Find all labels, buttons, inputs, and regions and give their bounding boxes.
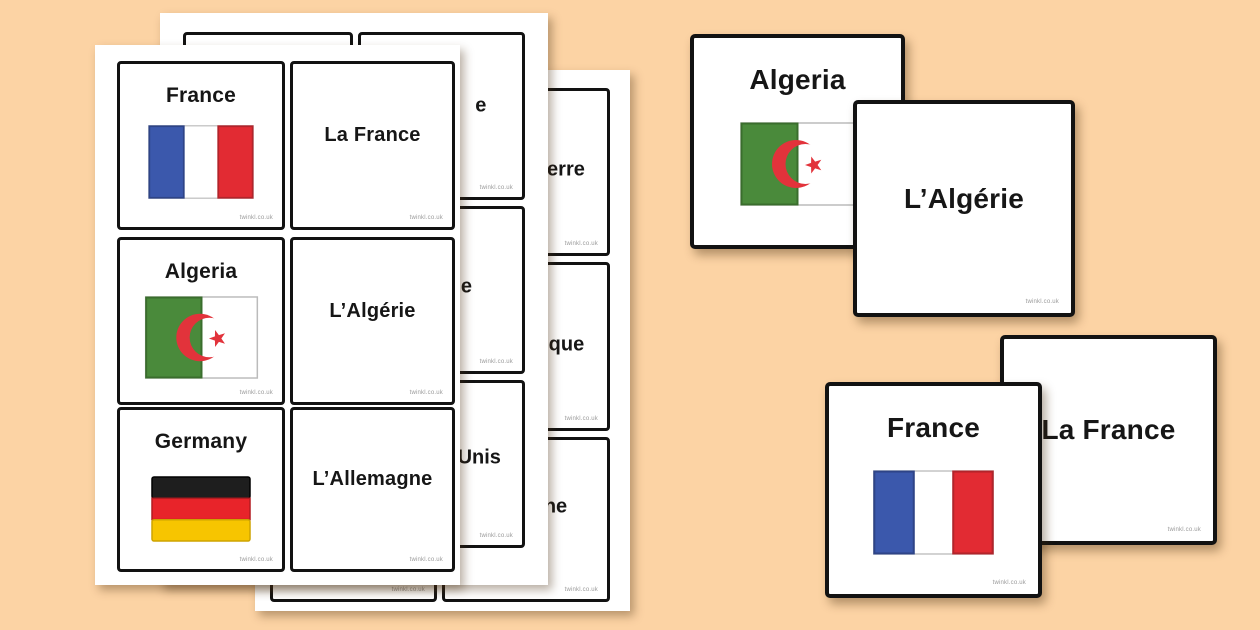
watermark: twinkl.co.uk [479,533,513,539]
watermark: twinkl.co.uk [409,215,443,221]
french-name-label: L’Algérie [329,299,416,322]
watermark: twinkl.co.uk [479,185,513,191]
watermark: twinkl.co.uk [479,359,513,365]
watermark: twinkl.co.uk [239,557,273,563]
country-label: France [165,84,237,107]
country-label: Algeria [164,260,238,283]
watermark: twinkl.co.uk [992,580,1026,586]
algeria-flag-icon [144,296,259,379]
loose-card-france: France twinkl.co.uk [825,382,1042,598]
fragment-label: Unis [457,446,501,469]
french-name-label: L’Algérie [903,182,1025,214]
fragment-label: erre [547,158,585,181]
france-flag-icon [870,470,997,555]
watermark: twinkl.co.uk [564,416,598,422]
watermark: twinkl.co.uk [239,215,273,221]
watermark: twinkl.co.uk [239,390,273,396]
front-sheet: France twinkl.co.uk La France twinkl.co.… [95,45,460,585]
watermark: twinkl.co.uk [391,587,425,593]
french-name-label: La France [324,124,421,146]
watermark: twinkl.co.uk [564,241,598,247]
card-l-allemagne: L’Allemagne twinkl.co.uk [290,407,455,572]
watermark: twinkl.co.uk [409,557,443,563]
watermark: twinkl.co.uk [409,390,443,396]
country-label: France [886,412,981,443]
fragment-label: e [475,94,487,117]
watermark: twinkl.co.uk [1167,527,1201,533]
country-label: Algeria [749,64,846,95]
fragment-label: que [548,333,585,356]
country-label: Germany [154,430,248,453]
fragment-label: e [460,275,472,298]
watermark: twinkl.co.uk [1025,299,1059,305]
france-flag-icon [148,120,254,204]
card-france: France twinkl.co.uk [117,61,285,230]
fragment-label: ne [543,495,568,518]
french-name-label: L’Allemagne [312,468,433,490]
watermark: twinkl.co.uk [564,587,598,593]
card-l-algerie: L’Algérie twinkl.co.uk [290,237,455,405]
algeria-flag-icon [738,122,857,206]
germany-flag-icon [151,476,251,542]
card-germany: Germany twinkl.co.uk [117,407,285,572]
card-algeria: Algeria twinkl.co.uk [117,237,285,405]
loose-card-l-algerie: L’Algérie twinkl.co.uk [853,100,1075,317]
card-la-france: La France twinkl.co.uk [290,61,455,230]
french-name-label: La France [1041,414,1176,445]
